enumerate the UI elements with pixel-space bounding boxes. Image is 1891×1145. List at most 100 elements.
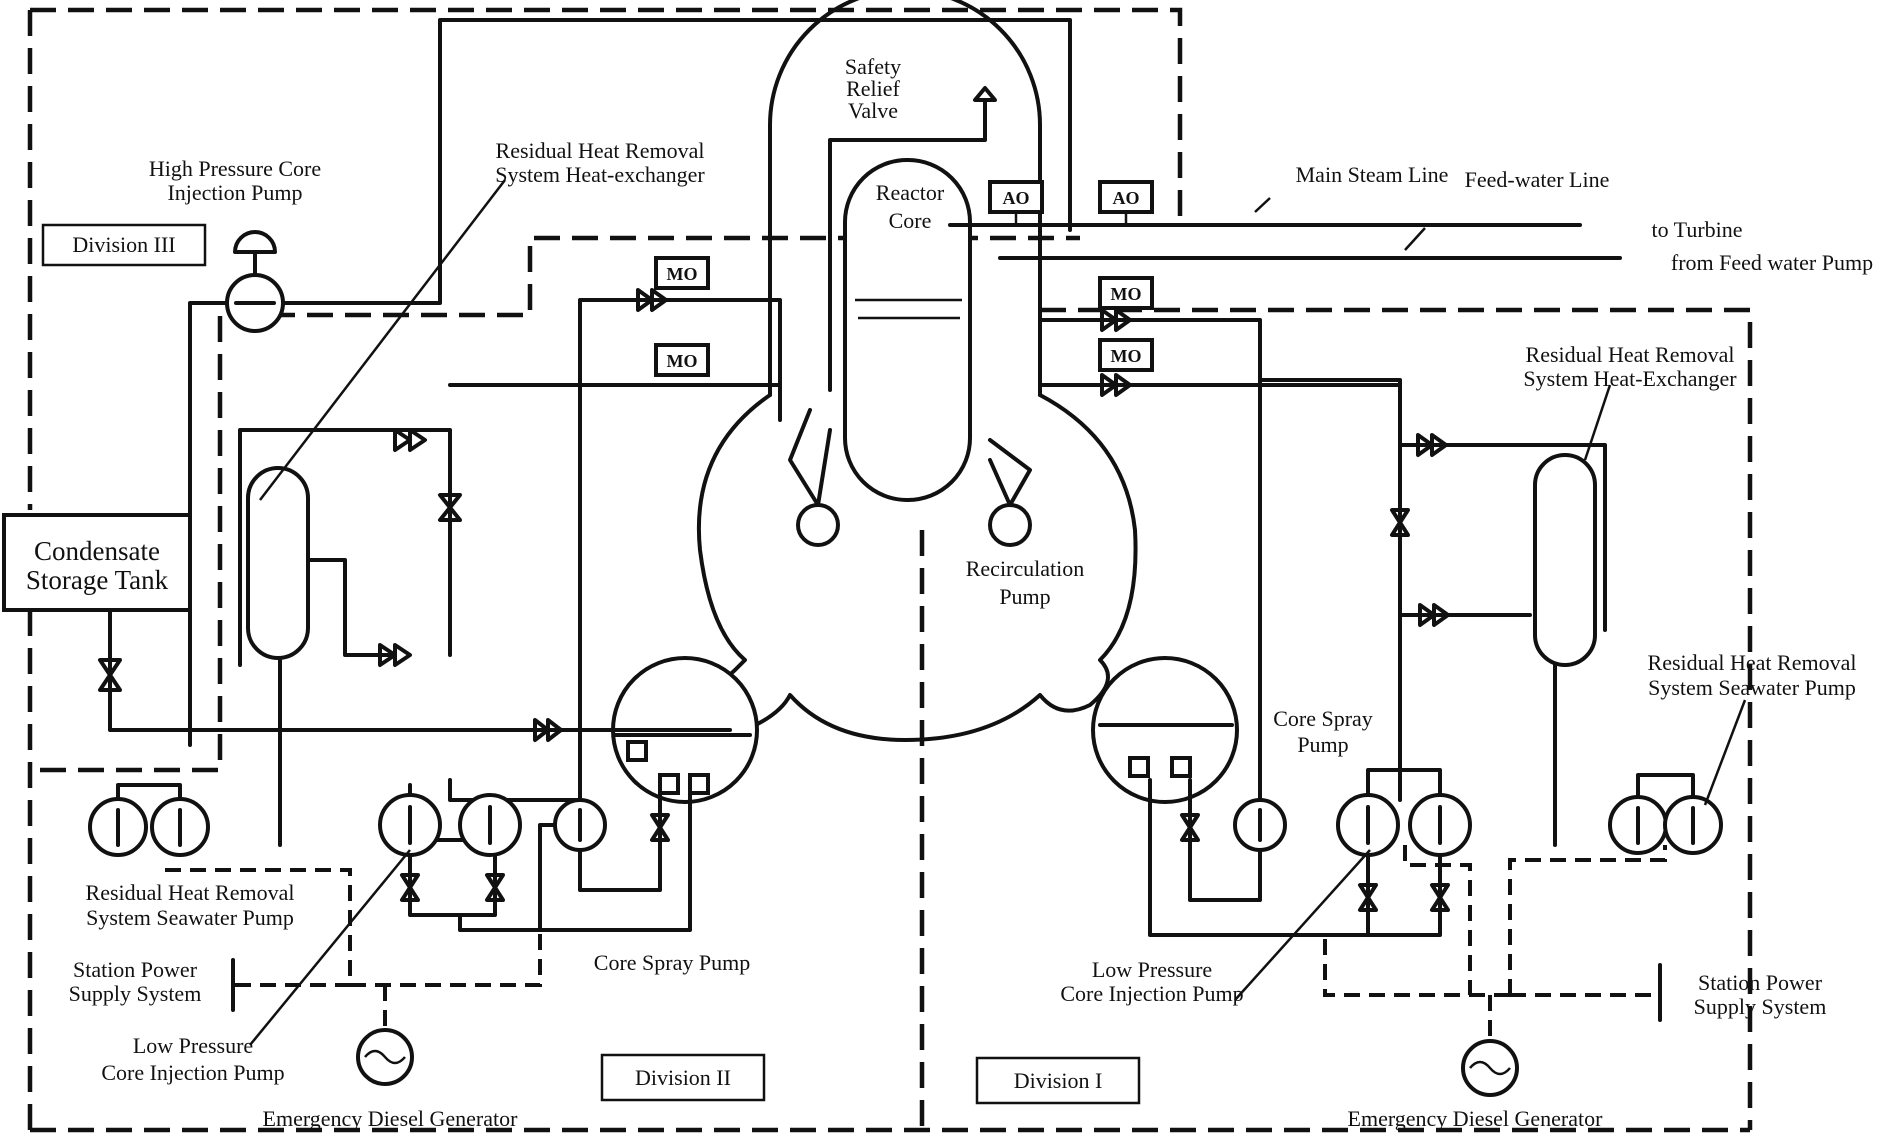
svg-text:Core Injection Pump: Core Injection Pump xyxy=(1060,981,1243,1006)
rhr-hx-right-piping xyxy=(1258,378,1607,847)
svg-text:High Pressure Core: High Pressure Core xyxy=(149,156,321,181)
valve-icon xyxy=(533,718,563,742)
svg-text:Supply System: Supply System xyxy=(1694,994,1827,1019)
rhr-heat-exchanger-left xyxy=(246,466,310,660)
recirculation-pump-right xyxy=(988,503,1032,547)
svg-text:Injection Pump: Injection Pump xyxy=(167,180,302,205)
svg-text:Core Injection Pump: Core Injection Pump xyxy=(101,1060,284,1085)
svg-text:Division III: Division III xyxy=(72,232,175,257)
hpci-turbine-icon xyxy=(233,230,277,277)
left-spray-piping xyxy=(578,298,782,802)
label-lpci-right: Low Pressure Core Injection Pump xyxy=(1060,957,1243,1006)
svg-text:Core Spray: Core Spray xyxy=(1273,706,1373,731)
valve-icon xyxy=(636,288,668,312)
valve-icon xyxy=(400,873,420,902)
mo-valve-lpci-right: MO xyxy=(1098,338,1154,372)
left-power-supply xyxy=(165,868,542,1030)
condensate-storage-tank xyxy=(2,513,192,612)
label-reactor-core: Reactor Core xyxy=(876,180,945,233)
label-rhr-hx-right: Residual Heat Removal System Heat-Exchan… xyxy=(1523,342,1737,391)
label-feedwater-line: Feed-water Line xyxy=(1465,167,1610,192)
svg-text:MO: MO xyxy=(667,264,698,284)
label-core-spray-left: Core Spray Pump xyxy=(594,950,750,975)
svg-text:Residual Heat Removal: Residual Heat Removal xyxy=(86,880,295,905)
generator-icon-right xyxy=(1469,1060,1511,1076)
svg-text:Reactor: Reactor xyxy=(876,180,945,205)
label-safety-relief-valve: Safety Relief Valve xyxy=(845,54,901,123)
rhr-heat-exchanger-right xyxy=(1533,453,1597,667)
hpci-discharge-line xyxy=(228,18,1072,305)
rhr-seawater-pump-left-b xyxy=(150,797,210,857)
lpci-pump-right-b xyxy=(1408,793,1472,857)
seawater-header-left xyxy=(116,783,182,801)
valve-icon xyxy=(1358,883,1378,912)
label-edg-right: Emergency Diesel Generator xyxy=(1348,1106,1604,1131)
cst-valve-icon xyxy=(98,658,122,692)
svg-text:Pump: Pump xyxy=(999,584,1050,609)
label-rhr-hx-left: Residual Heat Removal System Heat-exchan… xyxy=(495,138,705,187)
svg-text:Low Pressure: Low Pressure xyxy=(133,1033,253,1058)
core-spray-pump-right xyxy=(1233,798,1287,852)
svg-text:System Heat-Exchanger: System Heat-Exchanger xyxy=(1523,366,1737,391)
svg-text:Residual Heat Removal: Residual Heat Removal xyxy=(1648,650,1857,675)
right-power-supply xyxy=(1323,845,1667,1040)
svg-text:Storage Tank: Storage Tank xyxy=(26,565,169,595)
label-edg-left: Emergency Diesel Generator xyxy=(263,1106,519,1131)
mo-valve-lpci-left: MO xyxy=(654,343,710,377)
svg-text:MO: MO xyxy=(1111,284,1142,304)
label-condensate-tank: Condensate Storage Tank xyxy=(26,536,169,595)
strainers-right xyxy=(1128,756,1192,778)
svg-text:System Seawater Pump: System Seawater Pump xyxy=(86,905,294,930)
valve-icon xyxy=(438,493,462,522)
recirc-loop-left xyxy=(788,408,832,507)
svg-text:Low Pressure: Low Pressure xyxy=(1092,957,1212,982)
right-rhr-return xyxy=(1038,318,1402,387)
valve-icon xyxy=(1180,813,1200,842)
suppression-pool-right xyxy=(1091,656,1239,804)
rhr-hx-left-piping xyxy=(238,383,782,847)
valve-icon xyxy=(1418,603,1450,627)
rhr-sw-right-leader xyxy=(1703,699,1747,806)
seawater-header-right xyxy=(1636,773,1695,799)
ao-valve-outer: AO xyxy=(1098,180,1154,225)
hpci-suction-line xyxy=(188,301,232,747)
svg-text:System Heat-exchanger: System Heat-exchanger xyxy=(495,162,705,187)
svg-text:MO: MO xyxy=(667,351,698,371)
steam-line-mark xyxy=(1254,197,1271,213)
right-lpci-suction xyxy=(1148,778,1442,937)
generator-icon-left xyxy=(364,1049,406,1065)
rhr-seawater-pump-right-b xyxy=(1663,795,1723,855)
label-lpci-left: Low Pressure Core Injection Pump xyxy=(101,1033,284,1085)
svg-text:AO: AO xyxy=(1113,188,1140,208)
label-core-spray-right: Core Spray Pump xyxy=(1273,706,1373,757)
rhr-seawater-pump-left-a xyxy=(88,797,148,857)
lpci-left-leader xyxy=(249,849,411,1046)
valve-icon xyxy=(1390,508,1410,537)
division-iii-boundary xyxy=(40,235,1080,773)
label-station-power-left: Station Power Supply System xyxy=(69,957,202,1006)
svg-text:Residual Heat Removal: Residual Heat Removal xyxy=(496,138,705,163)
feedwater-mark xyxy=(1404,227,1426,251)
valve-icon xyxy=(650,813,670,842)
svg-text:Supply System: Supply System xyxy=(69,981,202,1006)
valve-icon xyxy=(1430,883,1450,912)
rhr-hx-left-leader xyxy=(259,179,506,501)
division-boundary-west xyxy=(30,7,1183,225)
lpci-right-header xyxy=(1366,768,1442,797)
lpci-pump-left-a xyxy=(378,793,442,857)
label-to-turbine: to Turbine xyxy=(1651,217,1742,242)
core-spray-pump-left xyxy=(553,798,607,852)
svg-text:Pump: Pump xyxy=(1297,732,1348,757)
svg-text:Safety: Safety xyxy=(845,54,901,79)
reactor-pressure-vessel xyxy=(843,158,972,502)
division-ii-box: Division II xyxy=(600,1053,766,1102)
rhr-seawater-pump-right-a xyxy=(1608,795,1668,855)
label-station-power-right: Station Power Supply System xyxy=(1694,970,1827,1019)
svg-text:MO: MO xyxy=(1111,346,1142,366)
label-rhr-sw-left: Residual Heat Removal System Seawater Pu… xyxy=(86,880,295,930)
rhr-hx-right-leader xyxy=(1583,384,1612,461)
svg-text:Division II: Division II xyxy=(635,1065,731,1090)
svg-text:Condensate: Condensate xyxy=(34,536,160,566)
valve-icon xyxy=(485,873,505,902)
